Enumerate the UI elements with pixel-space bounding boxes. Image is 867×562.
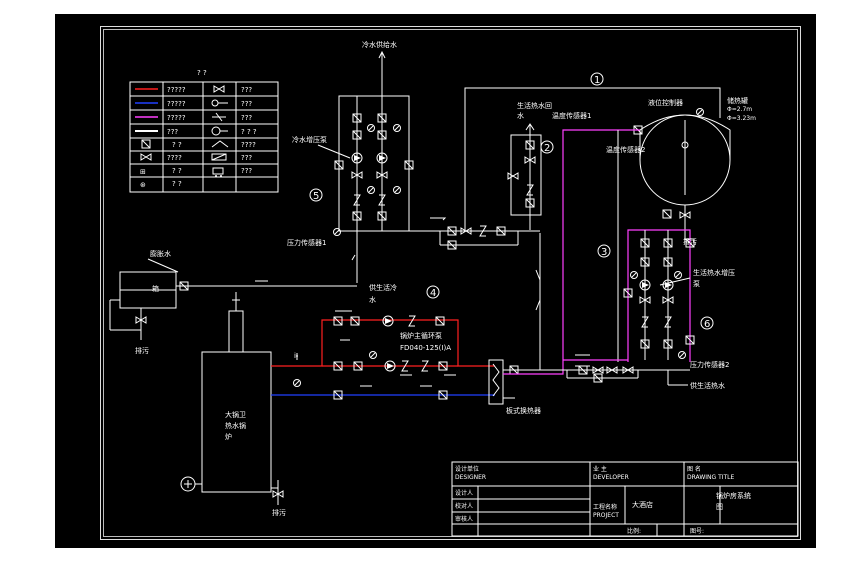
label-domestic-return-2: 水 <box>517 111 524 120</box>
label-drain-bottom: 排污 <box>272 508 286 517</box>
legend-text: ??? <box>241 167 252 175</box>
tb-design-unit-en: DESIGNER <box>455 474 486 481</box>
legend-text: ? ? <box>172 180 182 188</box>
return-loop <box>271 379 495 400</box>
legend-check-valve-icon <box>212 112 226 122</box>
tb-checker: 校对人 <box>455 502 473 510</box>
circle-label-2: 2 <box>544 143 550 154</box>
legend-gauge-icon <box>211 126 228 136</box>
legend-title: ? ? <box>197 69 207 77</box>
label-expansion-tank-2: 箱 <box>152 284 159 293</box>
tb-scale: 比例: <box>627 527 641 535</box>
tb-reviewer: 审核人 <box>455 515 473 523</box>
legend-text: ???? <box>167 154 182 162</box>
label-boiler-line-1: 大锅卫 <box>225 410 246 419</box>
tb-title-value: 锅炉房系统 <box>716 491 751 500</box>
label-supply-hot: 供生活热水 <box>690 381 725 390</box>
tb-project: 工程名称 <box>593 503 617 511</box>
circle-label-3: 3 <box>601 247 607 258</box>
drawing-sheet <box>55 14 816 548</box>
domestic-hot-water-pumps: 3 生活热水增压 泵 6 压力传感器2 <box>540 130 735 390</box>
legend-valve-x-icon <box>213 85 225 93</box>
circle-label-6: 6 <box>704 319 710 330</box>
label-tank-spec-1: Φ=2.7m <box>727 106 752 113</box>
legend-motor-icon <box>212 167 224 177</box>
legend-bowtie-icon <box>140 153 152 161</box>
tb-drawing-name: 图 名 <box>687 465 701 473</box>
label-pressure-sensor-1: 压力传感器1 <box>287 238 326 247</box>
tb-drawing-name-en: DRAWING TITLE <box>687 474 735 481</box>
domestic-return-branch: 生活热水回 水 温度传感器1 2 <box>507 101 591 230</box>
label-plate-hx: 板式换热器 <box>506 406 541 415</box>
tb-title-value-2: 图 <box>716 503 723 511</box>
boiler: 大锅卫 热水锅 炉 排污 <box>180 292 286 517</box>
label-supply-cold-2: 水 <box>369 295 376 304</box>
legend-text: ??? <box>167 128 178 136</box>
label-cold-water-supply: 冷水供给水 <box>362 40 397 49</box>
legend-pump-arrow-icon <box>211 99 228 107</box>
legend-text: ??? <box>241 100 252 108</box>
label-cold-water-pump: 冷水增压泵 <box>292 135 327 144</box>
cold-water-pump-group: 冷水供给水 冷水增压泵 5 压力传感器1 <box>287 40 447 283</box>
tb-project-en: PROJECT <box>593 512 619 519</box>
legend-text: ? ? <box>172 141 182 149</box>
tb-drawing-no: 图号: <box>690 528 704 535</box>
label-boiler-pump: 锅炉主循环泵 <box>400 331 442 340</box>
label-temp-sensor-2: 温度传感器2 <box>606 145 645 154</box>
label-boiler-line-3: 炉 <box>225 432 232 441</box>
legend-text: ? ? <box>172 167 182 175</box>
legend-text: ??? <box>241 86 252 94</box>
label-pump-model: FD040-125(I)A <box>400 344 451 352</box>
storage-tank: 液位控制器 储热罐 Φ=2.7m Φ=3.23m 温度传感器2 排污 <box>606 96 756 246</box>
plate-heat-exchanger: 板式换热器 <box>488 129 618 415</box>
legend-meter-icon <box>211 153 227 161</box>
legend-text: ????? <box>167 114 186 122</box>
label-boiler-line-2: 热水锅 <box>225 421 246 430</box>
legend-text: ??? <box>241 154 252 162</box>
label-tank-spec-2: Φ=3.23m <box>727 115 756 122</box>
legend-filter-icon <box>211 140 229 148</box>
legend-text: ? ? ? <box>241 128 257 136</box>
tb-owner: 业 主 <box>593 465 607 473</box>
label-temp-sensor-1: 温度传感器1 <box>552 111 591 120</box>
legend-text: ??? <box>241 114 252 122</box>
title-block: 设计单位 DESIGNER 业 主 DEVELOPER 图 名 DRAWING … <box>451 461 799 537</box>
label-storage-tank: 储热罐 <box>727 96 748 105</box>
label-drain-left: 排污 <box>135 346 149 355</box>
legend-text: ????? <box>167 100 186 108</box>
label-supply-cold: 供生活冷 <box>369 283 397 292</box>
tb-owner-en: DEVELOPER <box>593 474 629 481</box>
legend-table: ? ? ⊞ ⊛ ????? ????? ????? ??? <box>129 69 279 193</box>
expansion-tank: 膨胀水 箱 排污 <box>109 249 357 355</box>
legend-sensor-icon: ⊛ <box>140 181 146 189</box>
circle-label-1: 1 <box>594 75 600 86</box>
legend-text: ????? <box>167 86 186 94</box>
circulation-pipe-1: 1 <box>439 72 721 250</box>
legend-cross-icon: ⊞ <box>140 168 146 176</box>
tb-design-unit: 设计单位 <box>455 465 479 473</box>
tb-designer: 设计人 <box>455 489 473 497</box>
label-domestic-return: 生活热水回 <box>517 101 552 110</box>
tb-project-value: 大酒店 <box>632 500 653 509</box>
label-pressure-sensor-2: 压力传感器2 <box>690 360 729 369</box>
thermometer-icon: ⅰ <box>294 352 296 360</box>
circle-label-4: 4 <box>430 288 436 299</box>
legend-valve-icon <box>141 139 151 149</box>
legend-text: ???? <box>241 141 256 149</box>
hot-supply-loop: ⅰ 4 供生活冷 水 锅炉主循环泵 FD040-125(I)A <box>271 283 495 376</box>
label-domestic-pump-2: 泵 <box>693 280 700 288</box>
label-domestic-pump: 生活热水增压 <box>693 268 735 277</box>
circle-label-5: 5 <box>313 191 319 202</box>
label-expansion-tank: 膨胀水 <box>150 249 171 258</box>
label-liquid-level: 液位控制器 <box>648 98 683 107</box>
